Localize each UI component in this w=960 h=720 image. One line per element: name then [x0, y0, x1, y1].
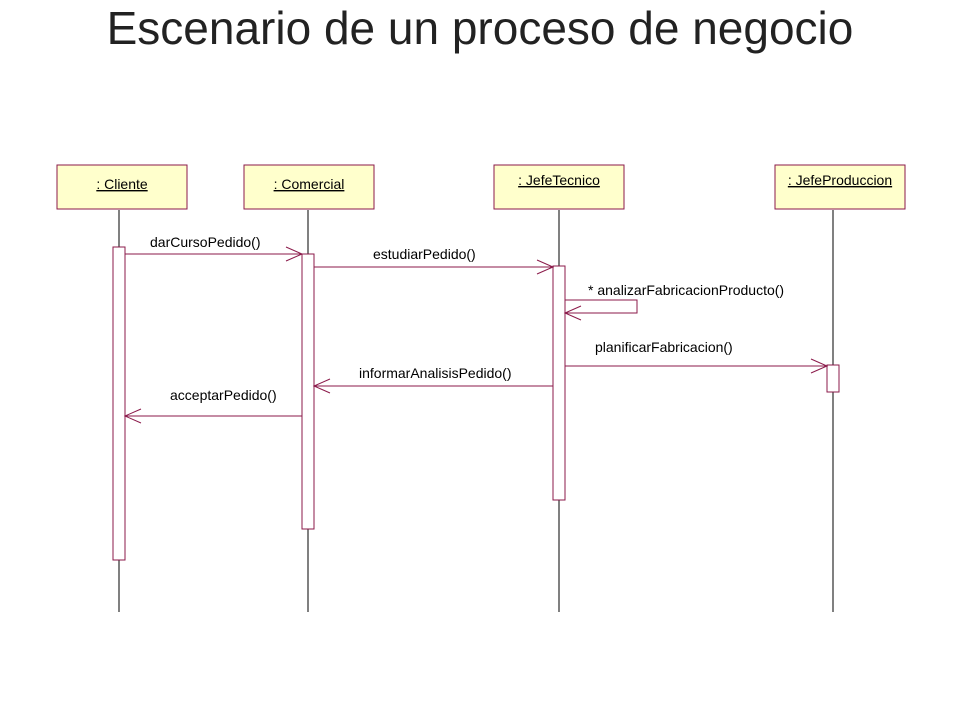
message-label-informaranalisispedido: informarAnalisisPedido(): [359, 365, 512, 381]
message-informaranalisispedido[interactable]: [312, 378, 553, 394]
lifeline-jefeproduccion[interactable]: : JefeProduccion: [774, 164, 906, 210]
message-label-darcursopedido: darCursoPedido(): [150, 234, 261, 250]
lifeline-comercial[interactable]: : Comercial: [243, 164, 375, 210]
lifeline-label-jefetecnico: : JefeTecnico: [518, 172, 600, 188]
message-analizarfabricacionproducto[interactable]: [563, 299, 638, 321]
message-label-acceptarpedido: acceptarPedido(): [170, 387, 277, 403]
activation-bar-jefetecnico: [552, 265, 566, 501]
message-planificarfabricacion[interactable]: [565, 358, 829, 374]
lifeline-cliente[interactable]: : Cliente: [56, 164, 188, 210]
activation-bar-comercial: [301, 253, 315, 530]
message-label-planificarfabricacion: planificarFabricacion(): [595, 339, 733, 355]
lifeline-label-comercial: : Comercial: [274, 176, 345, 192]
activation-bar-cliente: [112, 246, 126, 561]
message-acceptarpedido[interactable]: [123, 408, 302, 424]
message-darcursopedido[interactable]: [125, 246, 304, 262]
message-label-analizarfabricacionproducto: * analizarFabricacionProducto(): [588, 282, 784, 298]
message-label-estudiarpedido: estudiarPedido(): [373, 246, 476, 262]
activation-bar-jefeproduccion: [826, 364, 840, 393]
lifeline-jefetecnico[interactable]: : JefeTecnico: [493, 164, 625, 210]
message-estudiarpedido[interactable]: [314, 259, 555, 275]
lifeline-label-jefeproduccion: : JefeProduccion: [788, 172, 892, 188]
lifeline-label-cliente: : Cliente: [96, 176, 148, 192]
slide-title: Escenario de un proceso de negocio: [106, 2, 854, 54]
